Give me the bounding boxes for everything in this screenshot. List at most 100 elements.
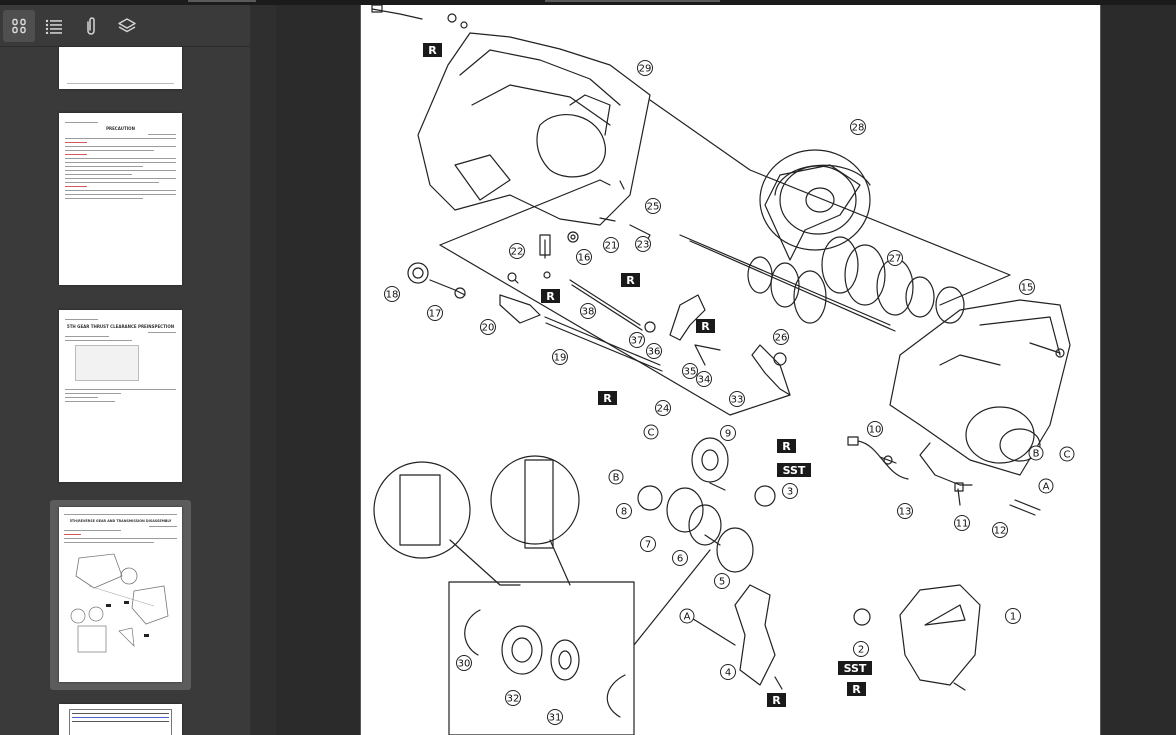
reference-letter: A xyxy=(684,612,691,623)
part-number: 10 xyxy=(869,425,882,436)
thumbnail-diagram xyxy=(70,553,169,653)
part-number: 33 xyxy=(731,395,744,406)
sst-tag: SST xyxy=(777,463,811,477)
page-thumbnail[interactable]: 5TH GEAR THRUST CLEARANCE PREINSPECTION xyxy=(59,310,182,482)
part-callout: 29 xyxy=(637,60,653,76)
part-number: 12 xyxy=(994,526,1007,537)
replace-tag: R xyxy=(847,682,866,696)
tag-label: R xyxy=(852,683,861,696)
part-number: 26 xyxy=(775,333,788,344)
layers-button[interactable] xyxy=(111,10,143,42)
part-number: 30 xyxy=(458,659,471,670)
part-callout: 31 xyxy=(547,709,563,725)
page-thumbnail[interactable] xyxy=(59,47,182,89)
page-thumbnail[interactable]: PRECAUTION xyxy=(59,113,182,285)
part-callout: 18 xyxy=(384,286,400,302)
replace-tag: R xyxy=(423,43,442,57)
part-number: 17 xyxy=(429,309,442,320)
part-callout: 15 xyxy=(1019,279,1035,295)
reference-letter-callout: C xyxy=(1059,446,1075,462)
part-number: 13 xyxy=(899,507,912,518)
replace-tag: R xyxy=(777,439,796,453)
part-callout: 28 xyxy=(850,119,866,135)
layers-icon xyxy=(118,18,136,33)
part-number: 20 xyxy=(482,323,495,334)
reference-letter: A xyxy=(1043,482,1050,493)
part-callout: 37 xyxy=(629,332,645,348)
tab-indicator xyxy=(545,0,720,2)
part-number: 24 xyxy=(657,404,670,415)
thumbnail-title: 5TH/REVERSE GEAR AND TRANSMISSION DISASS… xyxy=(69,519,172,523)
reference-letter-callout: A xyxy=(679,608,695,624)
page-thumbnail[interactable] xyxy=(59,704,182,735)
part-callout: 1 xyxy=(1005,608,1021,624)
thumbnail-title: 5TH GEAR THRUST CLEARANCE PREINSPECTION xyxy=(66,324,175,329)
tag-label: R xyxy=(428,44,437,57)
page-border-right xyxy=(1100,5,1101,735)
part-number: 8 xyxy=(621,507,627,518)
part-number: 7 xyxy=(645,540,651,551)
sidebar-splitter[interactable] xyxy=(250,5,276,735)
part-callout: 27 xyxy=(887,250,903,266)
part-callout: 2 xyxy=(853,641,869,657)
replace-tag: R xyxy=(541,289,560,303)
reference-letter: C xyxy=(1064,450,1071,461)
tag-label: R xyxy=(701,320,710,333)
part-number: 15 xyxy=(1021,283,1034,294)
part-callout: 38 xyxy=(580,303,596,319)
list-icon xyxy=(45,19,62,34)
part-callout: 12 xyxy=(992,522,1008,538)
page-thumbnail-current[interactable]: 5TH/REVERSE GEAR AND TRANSMISSION DISASS… xyxy=(59,507,182,682)
part-callout: 8 xyxy=(616,503,632,519)
attachments-button[interactable] xyxy=(75,10,107,42)
grid-icon xyxy=(12,18,26,34)
tag-label: R xyxy=(782,440,791,453)
reference-letter-callout: C xyxy=(643,424,659,440)
page-border-left xyxy=(360,5,361,735)
part-number: 25 xyxy=(647,202,660,213)
part-callout: 22 xyxy=(509,243,525,259)
paperclip-icon xyxy=(87,17,95,35)
thumbnails-button[interactable] xyxy=(3,10,35,42)
part-callout: 23 xyxy=(635,236,651,252)
outline-button[interactable] xyxy=(38,10,70,42)
part-number: 4 xyxy=(725,668,731,679)
part-number: 22 xyxy=(511,247,524,258)
replace-tag: R xyxy=(767,693,786,707)
part-number: 32 xyxy=(507,694,520,705)
reference-letter: C xyxy=(648,428,655,439)
part-callout: 16 xyxy=(576,249,592,265)
thumbnail-sidebar: PRECAUTION 5TH GEAR THRUST CLEARANCE PRE… xyxy=(0,5,250,735)
tag-label: R xyxy=(603,392,612,405)
part-callout: 9 xyxy=(720,425,736,441)
part-number: 5 xyxy=(719,577,725,588)
part-number: 18 xyxy=(386,290,399,301)
tab-indicator xyxy=(188,0,256,2)
part-number: 36 xyxy=(648,347,661,358)
replace-tag: R xyxy=(621,273,640,287)
part-number: 19 xyxy=(554,353,567,364)
part-callout: 25 xyxy=(645,198,661,214)
part-callout: 19 xyxy=(552,349,568,365)
part-number: 37 xyxy=(631,336,644,347)
sidebar-toolbar xyxy=(0,5,250,47)
part-callout: 21 xyxy=(603,237,619,253)
part-number: 21 xyxy=(605,241,618,252)
part-callout: 34 xyxy=(696,371,712,387)
part-callout: 10 xyxy=(867,421,883,437)
part-callout: 3 xyxy=(782,483,798,499)
part-number: 9 xyxy=(725,429,731,440)
part-callout: 5 xyxy=(714,573,730,589)
part-callout: 24 xyxy=(655,400,671,416)
part-number: 34 xyxy=(698,375,711,386)
tag-label: R xyxy=(772,694,781,707)
sst-tag: SST xyxy=(838,661,872,675)
part-number: 31 xyxy=(549,713,562,724)
tag-label: R xyxy=(546,290,555,303)
part-callout: 30 xyxy=(456,655,472,671)
replace-tag: R xyxy=(696,319,715,333)
part-callout: 4 xyxy=(720,664,736,680)
